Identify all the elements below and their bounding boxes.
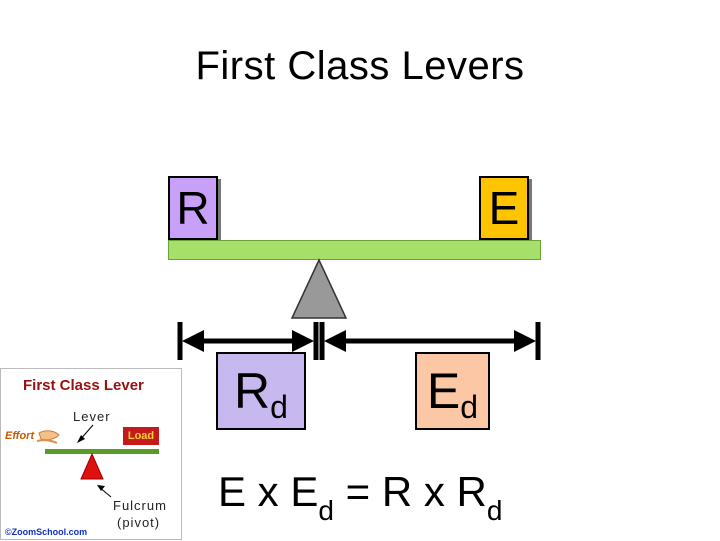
page-title: First Class Levers <box>195 44 525 88</box>
thumbnail-fulcrum-line-1: Fulcrum <box>113 498 167 513</box>
equation-sub-2: d <box>486 495 503 526</box>
thumbnail-fulcrum-triangle <box>80 452 104 480</box>
thumbnail-effort-label: Effort <box>5 430 35 442</box>
effort-hand-icon <box>36 430 60 444</box>
equation-part-2: = R x R <box>333 468 487 515</box>
thumbnail-graphics <box>36 424 112 498</box>
resistance-distance-arrow <box>177 322 319 360</box>
fulcrum-triangle <box>290 258 348 319</box>
effort-distance-arrow <box>319 322 541 360</box>
equation-part-1: E x E <box>218 468 319 515</box>
equation-sub-1: d <box>318 495 334 526</box>
first-class-lever-thumbnail: First Class Lever Lever Effort Load Fulc… <box>0 368 182 540</box>
thumbnail-lever-bar <box>45 449 159 454</box>
load-box-label: R <box>176 182 210 234</box>
lever-equation: E x Ed = R x Rd <box>218 468 502 526</box>
resistance-distance-main: R <box>234 363 271 419</box>
effort-box-label: E <box>488 182 520 234</box>
thumbnail-load-label: Load <box>127 430 155 442</box>
lever-bar <box>168 240 541 260</box>
thumbnail-lever-label: Lever <box>73 409 111 424</box>
effort-box: E <box>479 176 529 240</box>
thumbnail-fulcrum-label: Fulcrum (pivot) <box>113 497 167 531</box>
effort-distance-sub: d <box>460 388 479 425</box>
effort-distance-main: E <box>426 363 461 419</box>
thumbnail-fulcrum-line-2: (pivot) <box>117 515 161 530</box>
thumbnail-title: First Class Lever <box>23 377 144 394</box>
load-box: R <box>168 176 218 240</box>
thumbnail-load-box: Load <box>123 427 159 445</box>
thumbnail-copyright: ©ZoomSchool.com <box>5 527 88 537</box>
resistance-distance-sub: d <box>270 388 288 425</box>
